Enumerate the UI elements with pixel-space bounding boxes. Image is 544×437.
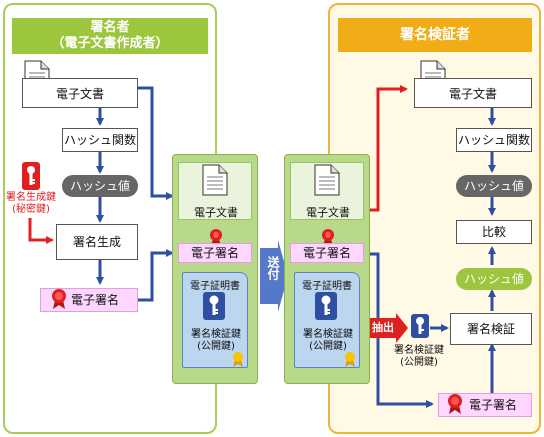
- public-key-icon: [315, 292, 337, 320]
- verifier-public-key-label: 署名検証鍵 (公開鍵): [384, 345, 454, 369]
- verifier-hash-value-green-pill: ハッシュ値: [456, 268, 532, 290]
- signer-hash-value-pill: ハッシュ値: [62, 175, 138, 197]
- received-certificate-title: 電子証明書: [302, 281, 352, 292]
- compare-label: 比較: [481, 225, 506, 239]
- verifier-public-key-line1: 署名検証鍵: [394, 345, 444, 356]
- arrow-doc-to-package: [138, 86, 174, 200]
- verifier-hash-function-box: ハッシュ関数: [456, 128, 532, 152]
- ribbon-icon: [345, 352, 355, 367]
- verify-label: 署名検証: [466, 322, 515, 336]
- verifier-hash-value-pill: ハッシュ値: [456, 175, 532, 197]
- verify-box: 署名検証: [450, 313, 532, 345]
- arrow-recv-doc-to-verifier: [364, 85, 408, 212]
- verifier-document-label: 電子文書: [448, 87, 497, 101]
- signer-hash-function-label: ハッシュ関数: [63, 133, 136, 147]
- document-icon: [202, 164, 228, 196]
- send-arrow: [260, 240, 288, 312]
- arrow-privkey-to-sign: [28, 218, 54, 244]
- verifier-header: 署名検証者: [338, 18, 532, 52]
- signer-document-label: 電子文書: [55, 87, 104, 101]
- ribbon-icon: [233, 352, 243, 367]
- private-key-line1: 署名生成鍵: [6, 192, 56, 203]
- received-public-key-line1: 署名検証鍵: [303, 329, 353, 340]
- signer-document-box: 電子文書: [22, 78, 138, 108]
- signer-header: 署名者 （電子文書作成者）: [12, 18, 208, 54]
- sign-generate-label: 署名生成: [72, 235, 121, 249]
- sent-document-label: 電子文書: [194, 206, 238, 219]
- public-key-icon: [203, 292, 225, 320]
- verifier-signature-label: 電子署名: [469, 398, 518, 412]
- received-public-key-label: 署名検証鍵 (公開鍵): [295, 329, 361, 353]
- received-public-key-line2: (公開鍵): [309, 341, 347, 352]
- public-key-icon: [411, 314, 429, 338]
- sent-signature-label: 電子署名: [190, 246, 239, 260]
- extract-label: 抽出: [372, 321, 394, 334]
- private-key-line2: (秘密鍵): [12, 204, 50, 215]
- arrow-signature-to-package: [138, 249, 174, 302]
- extract-arrow: [366, 313, 408, 343]
- sent-public-key-line2: (公開鍵): [197, 341, 235, 352]
- signer-signature-label: 電子署名: [71, 293, 120, 307]
- verifier-public-key-line2: (公開鍵): [400, 357, 438, 368]
- compare-box: 比較: [456, 220, 532, 244]
- sent-certificate: 電子証明書 署名検証鍵 (公開鍵): [182, 272, 248, 368]
- verifier-hash-function-label: ハッシュ関数: [457, 133, 530, 147]
- seal-icon: [448, 394, 462, 414]
- send-label: 送付: [263, 252, 283, 300]
- sent-certificate-title: 電子証明書: [190, 281, 240, 292]
- received-certificate: 電子証明書 署名検証鍵 (公開鍵): [294, 272, 360, 368]
- seal-icon: [52, 289, 66, 309]
- sent-public-key-line1: 署名検証鍵: [191, 329, 241, 340]
- sent-signature-box: 電子署名: [178, 243, 252, 263]
- private-key-label: 署名生成鍵 (秘密鍵): [0, 192, 62, 216]
- send-label-text: 送付: [266, 256, 280, 280]
- document-icon: [314, 164, 340, 196]
- private-key-icon: [22, 162, 40, 190]
- verifier-document-box: 電子文書: [414, 78, 532, 108]
- signer-sign-generate-box: 署名生成: [56, 224, 138, 260]
- signer-hash-function-box: ハッシュ関数: [62, 128, 138, 152]
- received-document-label: 電子文書: [306, 206, 350, 219]
- signer-subtitle: （電子文書作成者）: [51, 36, 169, 51]
- received-signature-label: 電子署名: [302, 246, 351, 260]
- received-signature-box: 電子署名: [290, 243, 364, 263]
- sent-public-key-label: 署名検証鍵 (公開鍵): [183, 329, 249, 353]
- signer-title: 署名者: [90, 20, 130, 35]
